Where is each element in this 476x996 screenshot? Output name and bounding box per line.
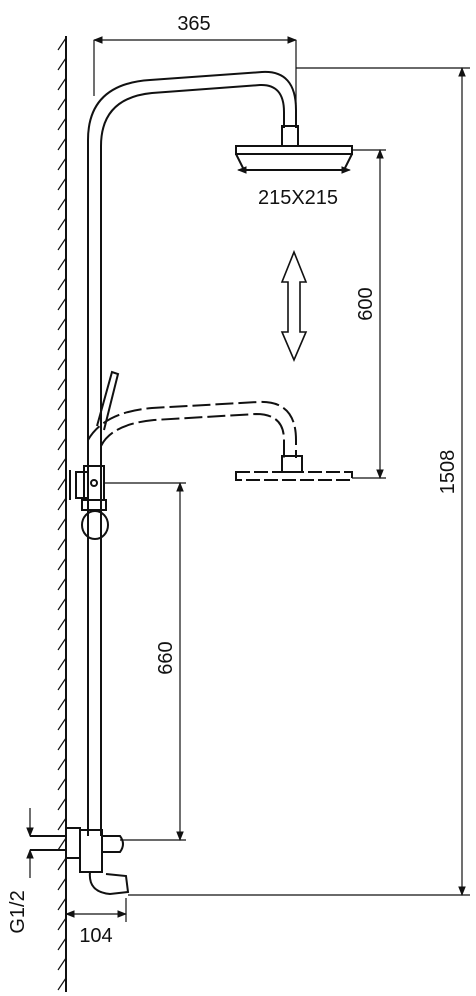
dim-head-adjust: 600 [355, 287, 377, 320]
dim-arm-reach: 365 [177, 13, 210, 35]
dim-thread: G1/2 [7, 890, 29, 933]
shower-head-lowered [87, 400, 353, 481]
wall-hatching [57, 37, 67, 991]
riser-pipe [87, 70, 297, 836]
dimension-lines [26, 36, 470, 922]
dim-total-height: 1508 [437, 450, 459, 495]
dim-head-size: 215X215 [258, 187, 338, 209]
dim-mixer-to-holder: 660 [155, 641, 177, 674]
mixer-and-spout [30, 827, 130, 896]
shower-head-top [235, 125, 353, 171]
wall [57, 36, 67, 992]
height-adjust-arrow-icon [280, 249, 308, 363]
hand-shower [69, 370, 120, 540]
dim-spout-length: 104 [79, 925, 112, 947]
